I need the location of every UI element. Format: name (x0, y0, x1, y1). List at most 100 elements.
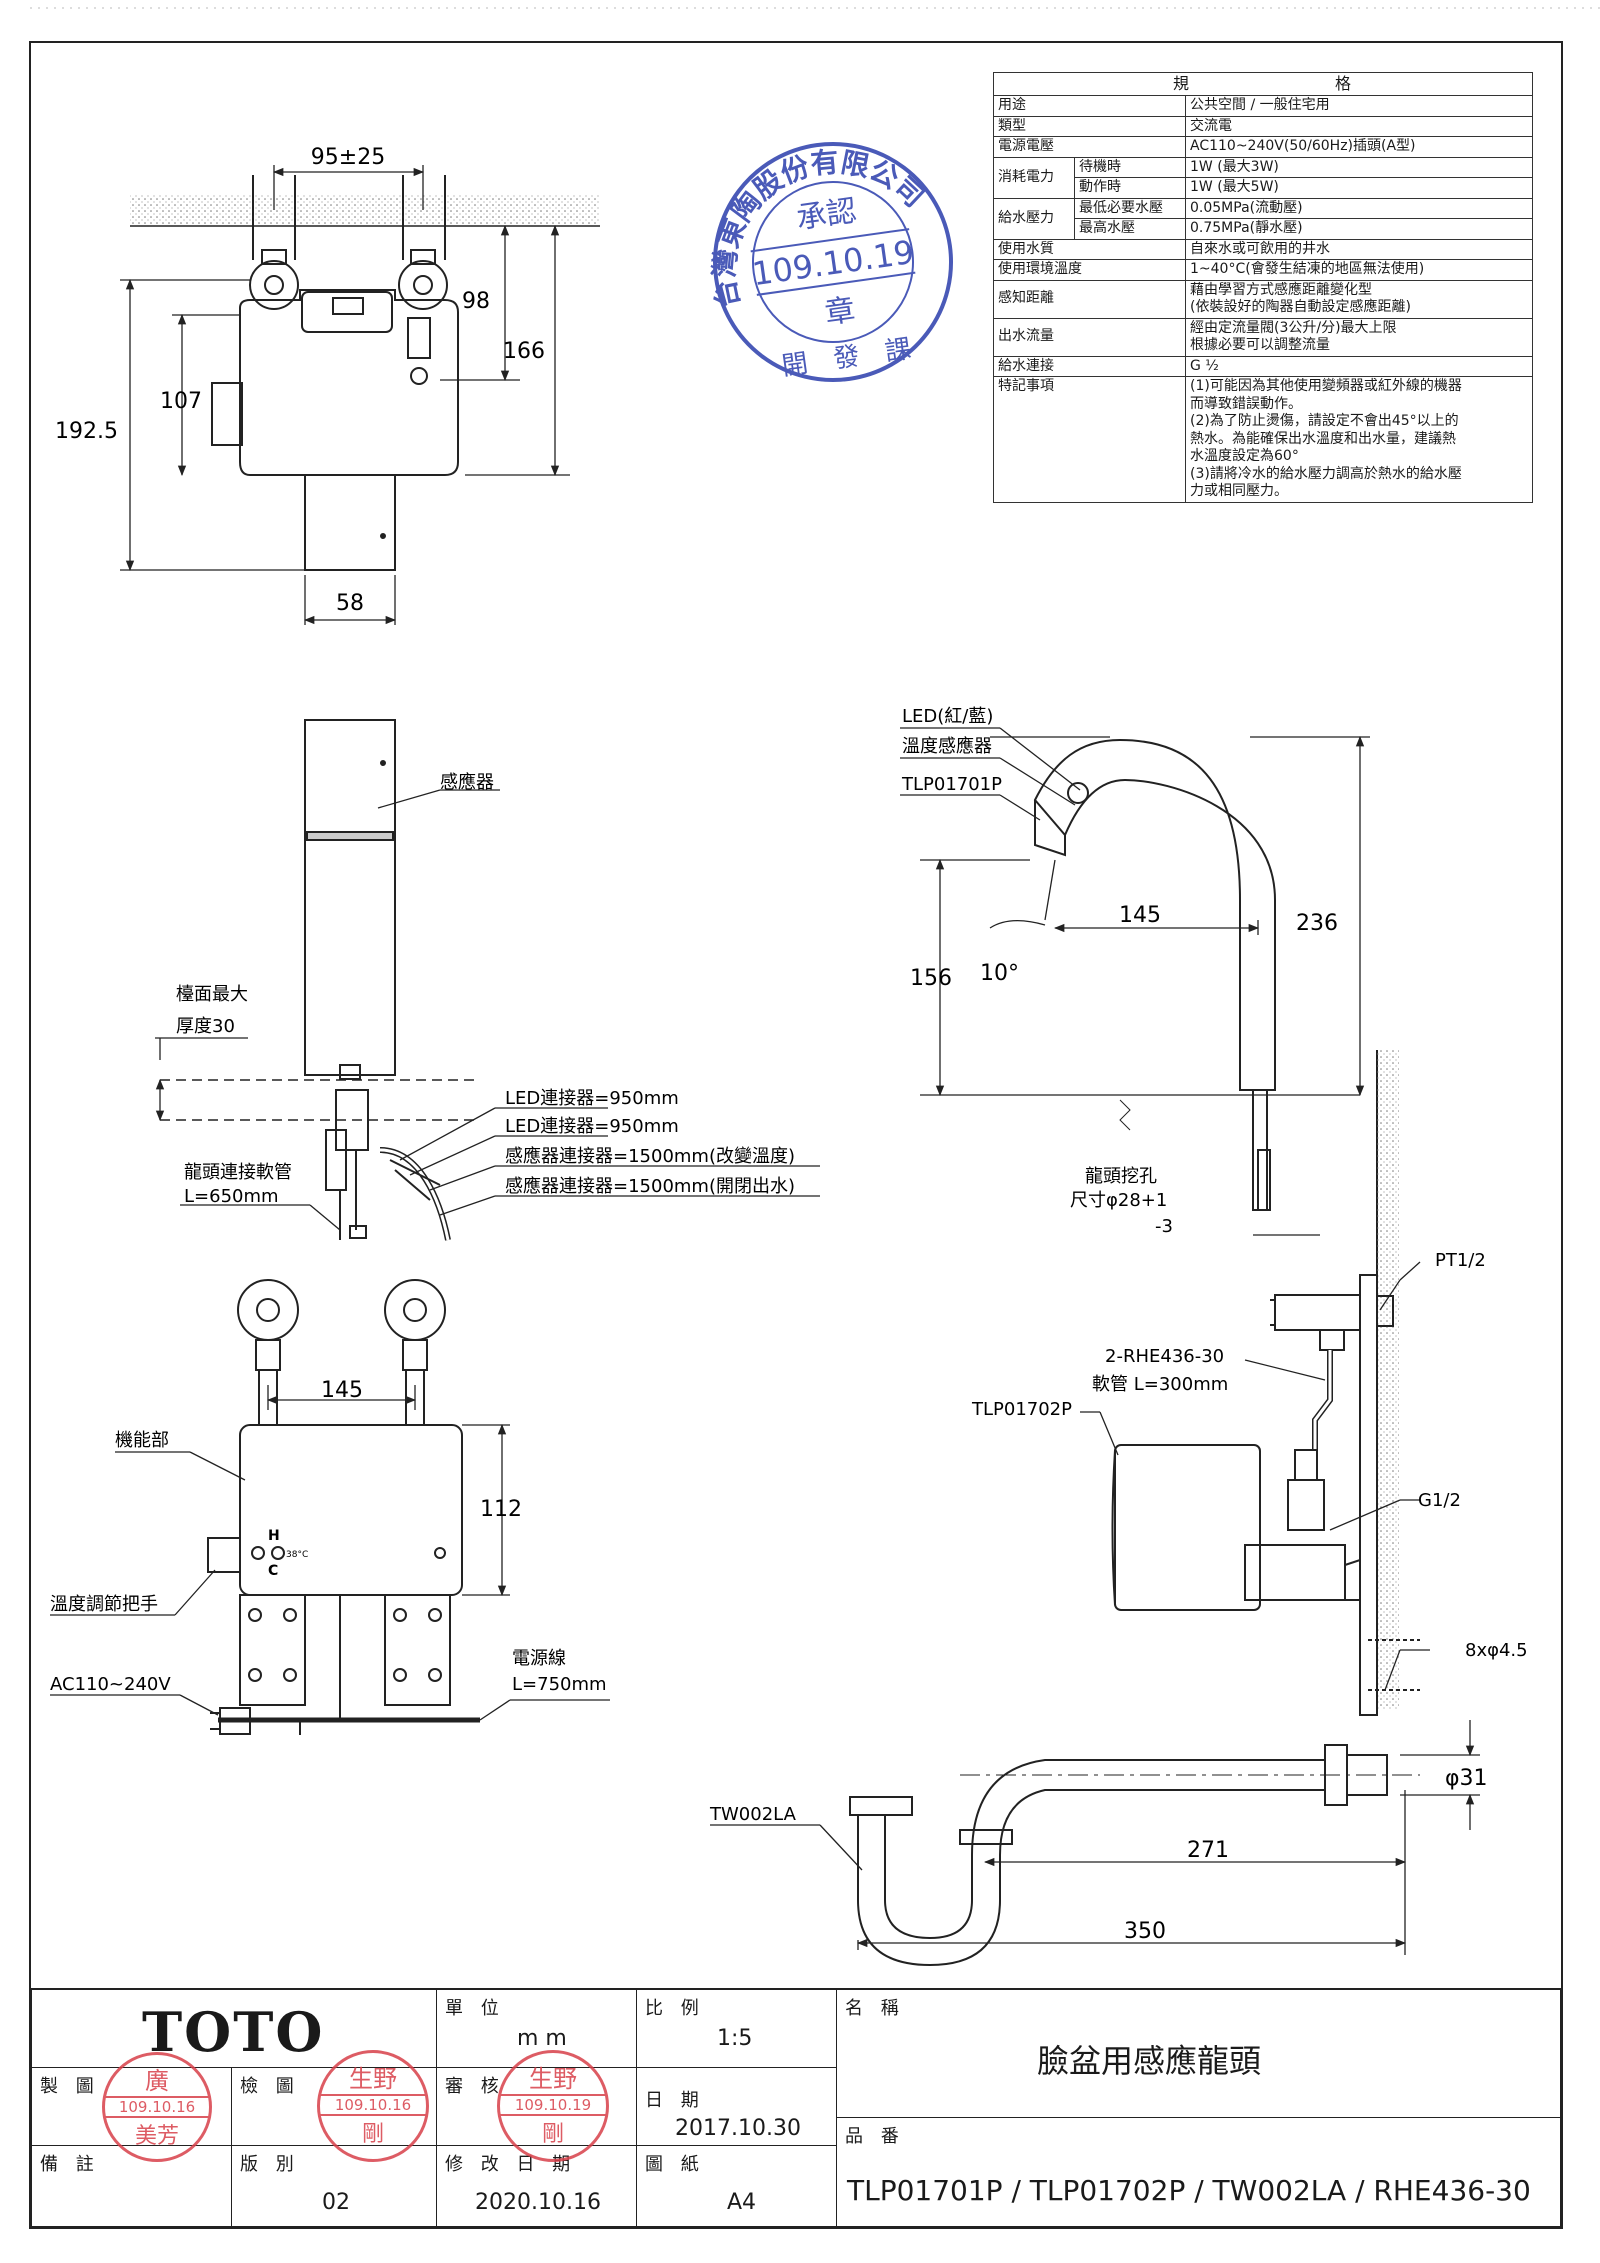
label-hole: 龍頭挖孔 (1085, 1166, 1157, 1187)
label-led-red-blue: LED(紅/藍) (902, 706, 993, 727)
trap-view (710, 1720, 1480, 1967)
spec-header: 規 格 (993, 72, 1533, 96)
label-function-unit: 機能部 (115, 1430, 169, 1451)
spec-value: 自來水或可飲用的井水 (1185, 238, 1533, 260)
spec-label: 使用水質 (993, 238, 1186, 260)
spec-sub: 待機時 (1074, 156, 1186, 178)
date-label: 日 期 (645, 2090, 705, 2111)
stamp-check-top: 生野 (349, 2065, 397, 2093)
spec-label: 特記事項 (993, 376, 1186, 503)
tb-scale-cell: 比 例 1:5 (637, 1990, 837, 2068)
spec-line: 根據必要可以調整流量 (1190, 337, 1330, 353)
spec-label: 出水流量 (993, 317, 1186, 357)
label-hose-model: 2-RHE436-30 (1105, 1346, 1224, 1367)
spec-label: 電源電壓 (993, 136, 1186, 158)
spec-line: 藉由學習方式感應距離變化型 (1190, 281, 1372, 298)
spec-value: 1W (最大3W) (1185, 156, 1533, 178)
check-label: 檢 圖 (240, 2076, 300, 2097)
label-sensor-conn-2: 感應器連接器=1500mm(開閉出水) (505, 1175, 795, 1197)
dim-166: 166 (503, 339, 545, 364)
dim-unit-145: 145 (321, 1378, 363, 1403)
name-value: 臉盆用感應龍頭 (1037, 2042, 1262, 2080)
scale-value: 1:5 (717, 2026, 753, 2051)
date-value: 2017.10.30 (675, 2116, 801, 2141)
spec-line: 經由定流量閥(3公升/分)最大上限 (1190, 319, 1397, 336)
note-line: 熱水。為能確保出水溫度和出水量，建議熱 (1190, 430, 1456, 447)
tb-date-cell: 日 期 2017.10.30 (637, 2068, 837, 2146)
label-h: H (268, 1528, 280, 1544)
stamp-review-date: 109.10.19 (500, 2094, 606, 2116)
label-temp-sensor: 溫度感應器 (902, 735, 992, 757)
company-approval-stamp: 台灣東陶股份有限公司 承認 109.10.19 章 開 發 課 (691, 132, 953, 382)
spec-label: 類型 (993, 115, 1186, 137)
dim-unit-112: 112 (480, 1497, 522, 1522)
dim-faucet-145: 145 (1119, 903, 1161, 928)
dim-spacing: 95±25 (311, 145, 385, 170)
label-g12: G1/2 (1418, 1490, 1461, 1511)
label-screws: 8xφ4.5 (1465, 1640, 1528, 1661)
dim-107: 107 (160, 389, 202, 414)
tb-note-cell: 備 註 (32, 2146, 232, 2228)
tb-part-cell: 品 番 TLP01701P / TLP01702P / TW002LA / RH… (837, 2118, 1562, 2228)
spec-sub: 最高水壓 (1074, 218, 1186, 240)
label-hole-size: 尺寸φ28+1 (1070, 1190, 1167, 1211)
label-led-2: LED連接器=950mm (505, 1116, 679, 1137)
spec-sub: 動作時 (1074, 177, 1186, 199)
label-hose-length: 軟管 L=300mm (1092, 1374, 1228, 1395)
label-38c: 38°C (286, 1550, 308, 1560)
label-box-model: TLP01702P (971, 1399, 1072, 1420)
dim-271: 271 (1187, 1838, 1229, 1863)
version-value: 02 (322, 2190, 350, 2215)
spec-value: 公共空間 / 一般住宅用 (1185, 95, 1533, 117)
spec-value: G ½ (1185, 355, 1533, 377)
spec-notes: (1)可能因為其他使用變頻器或紅外線的機器 而導致錯誤動作。 (2)為了防止燙傷… (1185, 376, 1533, 503)
tb-version-cell: 版 別 02 (232, 2146, 437, 2228)
spec-value: 1~40°C(會發生結凍的地區無法使用) (1185, 259, 1533, 281)
install-view (1080, 1261, 1430, 1716)
dim-31: φ31 (1445, 1766, 1488, 1791)
label-thickness: 厚度30 (176, 1016, 235, 1037)
note-line: (1)可能因為其他使用變頻器或紅外線的機器 (1190, 378, 1462, 394)
spec-value: 0.75MPa(靜水壓) (1185, 218, 1533, 240)
note-line: 而導致錯誤動作。 (1190, 395, 1302, 412)
dim-192-5: 192.5 (55, 419, 118, 444)
stamp-review: 生野 109.10.19 剛 (497, 2050, 609, 2162)
label-trap-model: TW002LA (709, 1804, 797, 1825)
paper-label: 圖 紙 (645, 2154, 705, 2175)
spec-value: 交流電 (1185, 115, 1533, 137)
stamp-draw-name: 美芳 (134, 2124, 179, 2149)
spec-value: 0.05MPa(流動壓) (1185, 197, 1533, 219)
side-view (155, 719, 820, 1241)
scale-label: 比 例 (645, 1998, 705, 2019)
stamp-draw: 廣 109.10.16 美芳 (102, 2052, 212, 2162)
note-line: (2)為了防止燙傷，請設定不會出45°以上的 (1190, 413, 1459, 429)
label-led-1: LED連接器=950mm (505, 1088, 679, 1109)
sheet-border (29, 41, 1563, 2229)
stamp-center-text: 承認 (794, 193, 858, 236)
tb-paper-cell: 圖 紙 A4 (637, 2146, 837, 2228)
spec-sub: 最低必要水壓 (1074, 197, 1186, 219)
dim-faucet-156: 156 (910, 966, 952, 991)
faucet-side-view (900, 727, 1399, 1710)
angle-10: 10° (980, 961, 1019, 986)
dim-350: 350 (1124, 1919, 1166, 1944)
part-value: TLP01701P / TLP01702P / TW002LA / RHE436… (847, 2174, 1531, 2207)
spec-line: (依裝設好的陶器自動設定感應距離) (1190, 299, 1411, 315)
spec-value-multi: 經由定流量閥(3公升/分)最大上限根據必要可以調整流量 (1185, 317, 1533, 357)
dim-58: 58 (336, 591, 364, 616)
rev-value: 2020.10.16 (475, 2190, 601, 2215)
stamp-check-name: 剛 (361, 2122, 384, 2147)
stamp-review-top: 生野 (529, 2065, 577, 2093)
dim-faucet-236: 236 (1296, 911, 1338, 936)
spec-value-multi: 藉由學習方式感應距離變化型(依裝設好的陶器自動設定感應距離) (1185, 279, 1533, 319)
tb-name-cell: 名 稱 臉盆用感應龍頭 (837, 1990, 1562, 2118)
spec-label: 使用環境溫度 (993, 259, 1186, 281)
label-sensor: 感應器 (440, 771, 494, 793)
unit-value: m m (517, 2026, 567, 2051)
stamp-char: 章 (823, 293, 858, 332)
label-temp-knob: 溫度調節把手 (50, 1594, 158, 1615)
top-view (120, 165, 600, 625)
label-faucet-model: TLP01701P (901, 774, 1002, 795)
